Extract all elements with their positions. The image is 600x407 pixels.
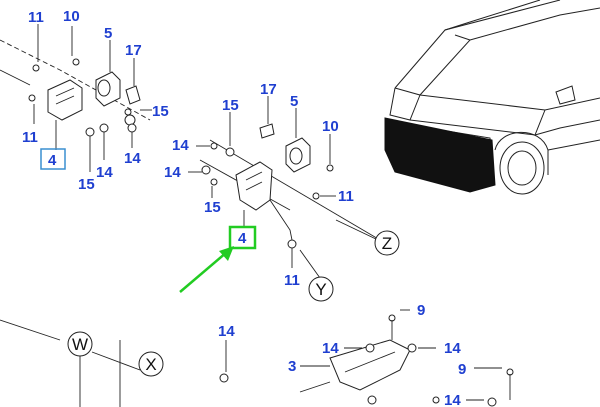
callout-z[interactable]: Z — [374, 230, 400, 256]
label-part-11[interactable]: 11 — [28, 9, 44, 26]
part-4-highlight-box-selected — [228, 225, 257, 250]
nut-14-lower-right — [407, 343, 417, 353]
label-part-15[interactable]: 15 — [222, 97, 239, 114]
label-part-14[interactable]: 14 — [218, 323, 235, 340]
lower-assembly — [0, 309, 514, 407]
label-part-11[interactable]: 11 — [22, 129, 38, 146]
label-part-5[interactable]: 5 — [290, 93, 298, 110]
label-part-11[interactable]: 11 — [284, 272, 300, 289]
label-part-17[interactable]: 17 — [125, 42, 142, 59]
nut-14-left — [99, 123, 109, 133]
label-part-15[interactable]: 15 — [152, 103, 169, 120]
svg-text:X: X — [145, 355, 156, 374]
label-part-15[interactable]: 15 — [78, 176, 95, 193]
bolt-11-left — [28, 94, 36, 102]
label-part-10[interactable]: 10 — [63, 8, 80, 25]
nut-14-bottom-left — [219, 373, 229, 383]
part-4-highlight-box-left — [40, 148, 66, 170]
label-part-14[interactable]: 14 — [164, 164, 181, 181]
svg-text:Y: Y — [315, 280, 326, 299]
clip-part-17-top — [125, 85, 141, 105]
label-part-14[interactable]: 14 — [172, 137, 189, 154]
svg-text:W: W — [72, 335, 88, 354]
label-part-17[interactable]: 17 — [260, 81, 277, 98]
label-part-9[interactable]: 9 — [458, 361, 466, 378]
svg-text:Z: Z — [382, 234, 392, 253]
callout-y[interactable]: Y — [308, 276, 334, 302]
bolt-10-top — [72, 58, 80, 66]
label-part-11[interactable]: 11 — [338, 188, 354, 205]
label-part-14[interactable]: 14 — [322, 340, 339, 357]
bolt-14-mid-a — [210, 142, 218, 150]
nut-14-lower-mid — [365, 343, 375, 353]
bolt-10-mid — [326, 164, 334, 172]
washer-15-mid-b — [210, 178, 218, 186]
label-part-9[interactable]: 9 — [417, 302, 425, 319]
bolt-11-top — [32, 64, 40, 72]
truck-illustration — [384, 0, 600, 195]
clip-part-17-mid — [259, 123, 275, 139]
top-left-assembly — [0, 24, 152, 172]
label-part-14[interactable]: 14 — [444, 392, 461, 407]
washer-15-left — [85, 127, 95, 137]
label-part-15[interactable]: 15 — [204, 199, 221, 216]
label-part-4[interactable]: 4 — [48, 152, 57, 169]
bolt-11-mid-right — [312, 192, 320, 200]
nut-14-top-right — [127, 123, 137, 133]
callout-x[interactable]: X — [138, 351, 164, 377]
nut-14-bottom-right — [487, 397, 497, 407]
callout-w[interactable]: W — [67, 331, 93, 357]
label-part-5[interactable]: 5 — [104, 25, 112, 42]
label-part-10[interactable]: 10 — [322, 118, 339, 135]
green-pointer-arrow — [179, 246, 234, 293]
nut-14-mid-b — [201, 165, 211, 175]
label-part-4[interactable]: 4 — [238, 230, 247, 247]
label-part-14[interactable]: 14 — [124, 150, 141, 167]
strap-part-3 — [329, 339, 411, 391]
nut-15-top-right — [124, 114, 136, 126]
label-part-14[interactable]: 14 — [444, 340, 461, 357]
front-bumper-shape — [384, 117, 496, 193]
label-part-3[interactable]: 3 — [288, 358, 296, 375]
label-part-14[interactable]: 14 — [96, 164, 113, 181]
washer-15-mid — [225, 147, 235, 157]
bolt-11-mid-bottom — [287, 239, 297, 249]
middle-assembly — [188, 96, 381, 279]
